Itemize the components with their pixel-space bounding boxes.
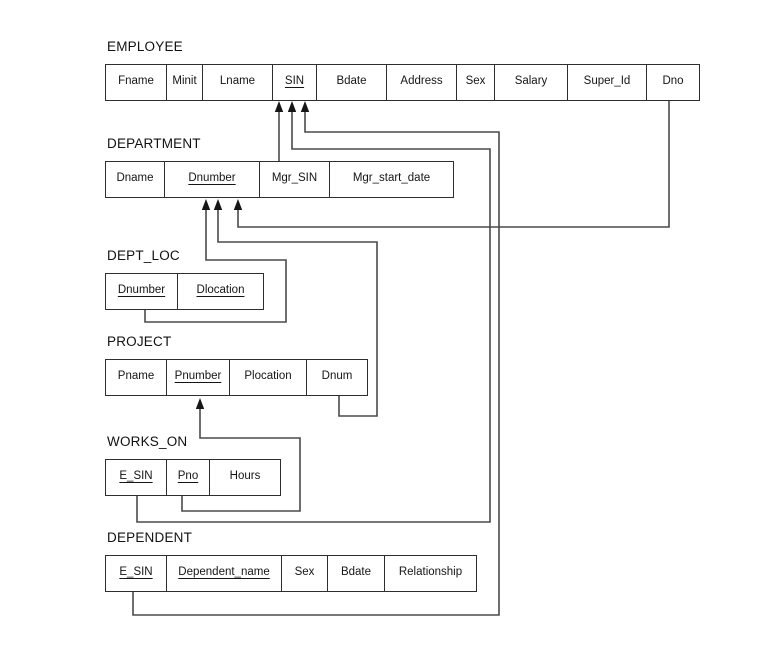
fk-arrowhead-dependent-esin-to-sin: [300, 101, 310, 112]
column-project-pnumber: Pnumber: [167, 360, 230, 395]
column-employee-sex: Sex: [457, 65, 495, 100]
entity-dept-loc-attributes: Dnumber Dlocation: [105, 273, 264, 310]
entity-works-on-name: WORKS_ON: [107, 434, 188, 449]
entity-dependent-name: DEPENDENT: [107, 530, 193, 545]
column-employee-salary: Salary: [495, 65, 568, 100]
entity-department-attributes: Dname Dnumber Mgr_SIN Mgr_start_date: [105, 161, 454, 198]
column-employee-bdate: Bdate: [317, 65, 387, 100]
column-dependent-sex: Sex: [282, 556, 328, 591]
column-dependent-relationship: Relationship: [398, 566, 463, 578]
column-employee-minit: Minit: [167, 65, 203, 100]
column-employee-fname: Fname: [106, 65, 167, 100]
column-dependent-esin: E_SIN: [106, 556, 167, 591]
column-deptloc-dnumber: Dnumber: [106, 274, 178, 309]
column-employee-lname: Lname: [203, 65, 273, 100]
entity-project-name: PROJECT: [107, 334, 172, 349]
column-project-plocation: Plocation: [230, 360, 307, 395]
entity-employee: EMPLOYEE Fname Minit Lname SIN Bdate Add…: [105, 39, 700, 101]
entity-dependent: DEPENDENT E_SIN Dependent_name Sex Bdate…: [105, 530, 477, 592]
entity-works-on-attributes: E_SIN Pno Hours: [105, 459, 281, 496]
column-employee-dno: Dno: [662, 75, 684, 87]
column-deptloc-dlocation: Dlocation: [196, 284, 245, 296]
fk-arrowhead-pno-to-pnumber: [195, 398, 205, 409]
fk-arrowhead-workson-esin-to-sin: [287, 101, 297, 112]
column-workson-pno: Pno: [167, 460, 210, 495]
column-project-pname: Pname: [106, 360, 167, 395]
column-department-dnumber: Dnumber: [165, 162, 260, 197]
entity-employee-attributes: Fname Minit Lname SIN Bdate Address Sex …: [105, 64, 700, 101]
entity-works-on: WORKS_ON E_SIN Pno Hours: [105, 434, 281, 496]
fk-arrowhead-project-dnum-to-dnumber: [213, 199, 223, 210]
fk-arrowhead-mgrsin-to-sin: [274, 101, 284, 112]
entity-department-name: DEPARTMENT: [107, 136, 201, 151]
entity-department: DEPARTMENT Dname Dnumber Mgr_SIN Mgr_sta…: [105, 136, 454, 198]
entity-project: PROJECT Pname Pnumber Plocation Dnum: [105, 334, 368, 396]
column-employee-superid: Super_Id: [568, 65, 647, 100]
column-workson-hours: Hours: [229, 470, 261, 482]
fk-arrowhead-dno-to-dnumber: [233, 199, 243, 210]
entity-employee-name: EMPLOYEE: [107, 39, 183, 54]
column-department-mgrsin: Mgr_SIN: [260, 162, 330, 197]
entity-dept-loc: DEPT_LOC Dnumber Dlocation: [105, 248, 264, 310]
fk-arrowhead-deptloc-dnumber-to-dnumber: [201, 199, 211, 210]
column-dependent-bdate: Bdate: [328, 556, 385, 591]
column-department-dname: Dname: [106, 162, 165, 197]
entity-dependent-attributes: E_SIN Dependent_name Sex Bdate Relations…: [105, 555, 477, 592]
column-dependent-dependentname: Dependent_name: [167, 556, 282, 591]
column-department-mgrstartdate: Mgr_start_date: [352, 172, 431, 184]
column-project-dnum: Dnum: [321, 370, 353, 382]
column-employee-address: Address: [387, 65, 457, 100]
entity-project-attributes: Pname Pnumber Plocation Dnum: [105, 359, 368, 396]
column-workson-esin: E_SIN: [106, 460, 167, 495]
entity-dept-loc-name: DEPT_LOC: [107, 248, 180, 263]
column-employee-sin: SIN: [273, 65, 317, 100]
